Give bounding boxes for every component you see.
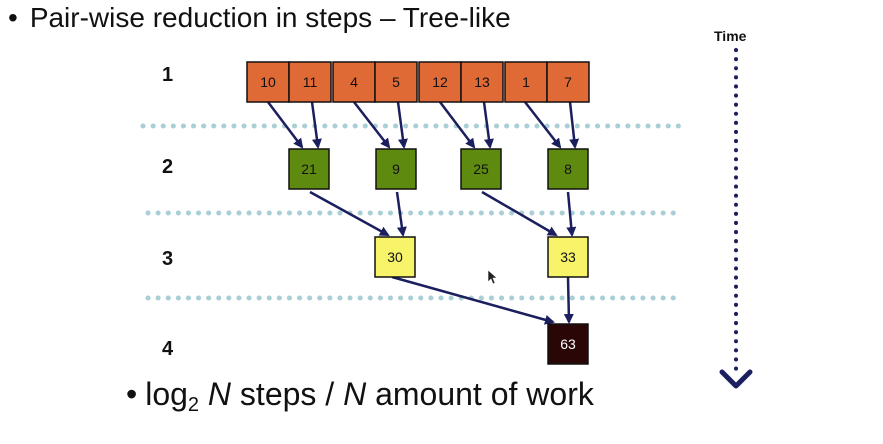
footer-n1: N: [207, 376, 232, 412]
data-cell: [374, 61, 418, 103]
level1-cells: 10 11 4 5 12 13 1 7: [246, 61, 590, 103]
step-label-2: 2: [162, 156, 174, 178]
data-cell: [546, 61, 590, 103]
cell-value: 10: [260, 74, 276, 90]
level3-cells: 30 33: [374, 236, 589, 278]
footer-bullet: •: [126, 376, 138, 412]
data-cell: [246, 61, 290, 103]
time-axis-arrow-icon: [719, 369, 753, 389]
data-cell: [418, 61, 462, 103]
data-cell: [288, 61, 332, 103]
cell-value: 30: [387, 249, 403, 265]
title-bullet: •: [8, 2, 18, 33]
cell-value: 8: [564, 161, 572, 177]
cell-value: 7: [564, 74, 572, 90]
mouse-cursor-icon: [487, 269, 498, 285]
footer-log: log: [145, 376, 188, 412]
time-label: Time: [714, 28, 747, 44]
level2-cells: 21 9 25 8: [288, 148, 589, 190]
step-label-4: 4: [162, 338, 174, 360]
footer-suffix: amount of work: [366, 376, 594, 412]
step-label-3: 3: [162, 248, 174, 270]
cell-value: 9: [392, 161, 400, 177]
title-line: • Pair-wise reduction in steps – Tree-lik…: [8, 2, 511, 34]
cell-value: 4: [350, 74, 358, 90]
footer-n2: N: [343, 376, 367, 412]
result-cell: [547, 323, 589, 365]
cell-value: 25: [473, 161, 489, 177]
title-text: Pair-wise reduction in steps – Tree-like: [29, 2, 511, 33]
cell-value: 33: [560, 249, 576, 265]
cell-value: 21: [301, 161, 317, 177]
level4-cells: 63: [547, 323, 589, 365]
step-label-1: 1: [162, 64, 174, 86]
data-cell: [374, 236, 416, 278]
result-value: 63: [560, 336, 576, 352]
data-cell: [460, 61, 504, 103]
arrows-step1-2: [267, 101, 580, 149]
cell-value: 5: [392, 74, 400, 90]
cell-value: 1: [522, 74, 530, 90]
cell-value: 12: [432, 74, 448, 90]
arrows-step2-3: [309, 190, 577, 237]
data-cell: [547, 148, 589, 190]
footer-log-base: 2: [187, 394, 200, 416]
data-cell: [288, 148, 330, 190]
data-cell: [547, 236, 589, 278]
arrows-step3-4: [391, 275, 574, 325]
cell-value: 13: [474, 74, 490, 90]
data-cell: [460, 148, 502, 190]
data-cell: [375, 148, 417, 190]
cell-value: 11: [303, 74, 318, 90]
footer-mid: steps /: [231, 376, 344, 412]
footer-line: •log2 N steps / N amount of work: [126, 376, 594, 417]
